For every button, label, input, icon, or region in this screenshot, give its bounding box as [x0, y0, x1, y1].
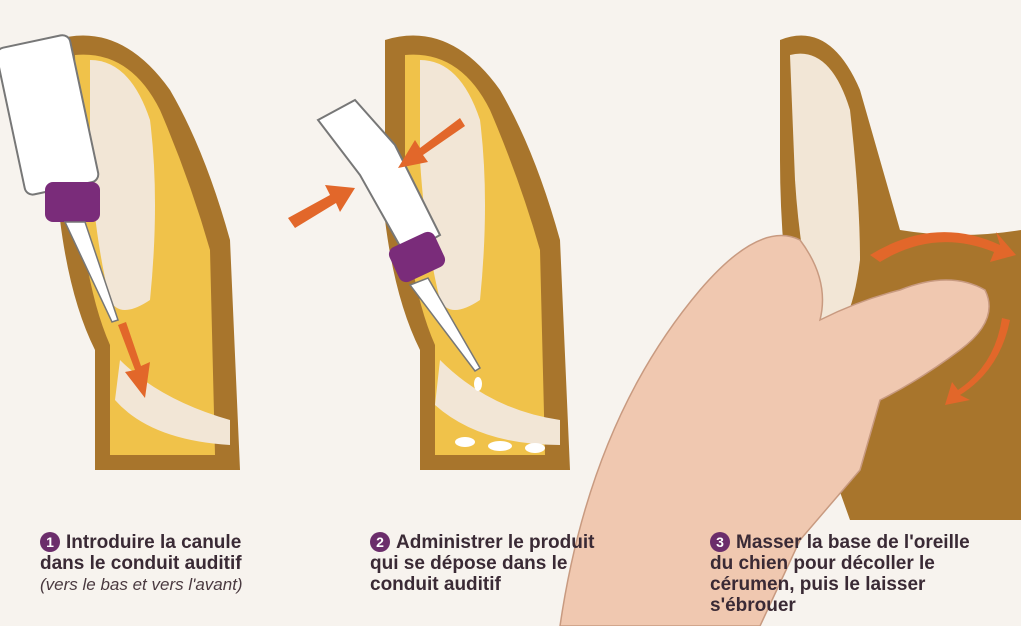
step-1-note: (vers le bas et vers l'avant) [40, 574, 340, 595]
step-3-caption: 3 Masser la base de l'oreille du chien po… [710, 532, 1021, 616]
step-2-line3: conduit auditif [370, 574, 501, 595]
step-3-line2: du chien pour décoller le [710, 553, 935, 574]
step-1-caption: 1 Introduire la canule dans le conduit au… [40, 532, 340, 595]
arrow-icon [288, 185, 355, 228]
step-2-line2: qui se dépose dans le [370, 553, 567, 574]
step-2-caption: 2 Administrer le produit qui se dépose da… [370, 532, 670, 595]
step-number-badge: 3 [710, 532, 730, 552]
step-1-line2: dans le conduit auditif [40, 553, 242, 574]
step-number-badge: 2 [370, 532, 390, 552]
step-3-line3: cérumen, puis le laisser [710, 574, 925, 595]
step-2-line1: Administrer le produit [396, 532, 594, 553]
step-number-badge: 1 [40, 532, 60, 552]
step-3-line1: Masser la base de l'oreille [736, 532, 970, 553]
step-1-line1: Introduire la canule [66, 532, 241, 553]
step-3-line4: s'ébrouer [710, 595, 796, 616]
